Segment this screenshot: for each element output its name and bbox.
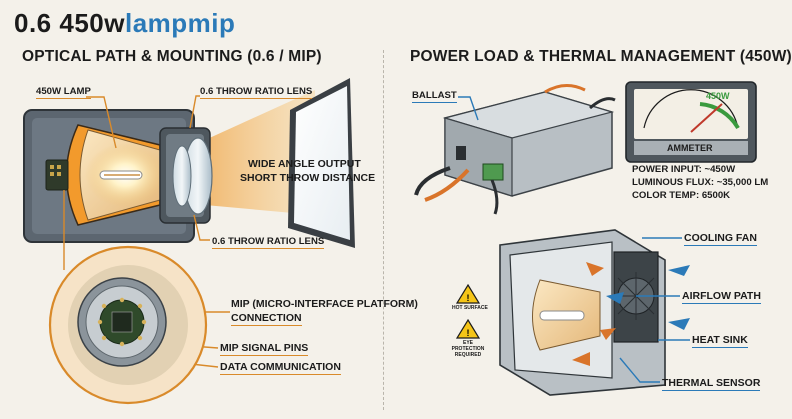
- label-lens-bottom: 0.6 THROW RATIO LENS: [212, 236, 325, 249]
- meter-value: 450W: [706, 91, 730, 101]
- right-leader-lines: [619, 237, 690, 383]
- label-output-line-1: WIDE ANGLE OUTPUT: [248, 158, 361, 170]
- ballast-leader: [458, 96, 479, 121]
- stat-power-input: POWER INPUT: ~450W: [632, 164, 736, 175]
- stat-luminous-flux: LUMINOUS FLUX: ~35,000 LM: [632, 177, 769, 188]
- label-output-line-2: SHORT THROW DISTANCE: [240, 172, 376, 184]
- left-section-heading: OPTICAL PATH & MOUNTING (0.6 / MIP): [22, 48, 322, 65]
- ballast-unit: [414, 84, 616, 215]
- section-divider: [383, 50, 384, 410]
- label-thermal-sensor: THERMAL SENSOR: [662, 377, 761, 391]
- diagram-drawings: ! !: [23, 78, 757, 405]
- warning-label-hot-surface: HOT SURFACE: [452, 305, 488, 311]
- label-lens-top: 0.6 THROW RATIO LENS: [200, 86, 313, 99]
- label-heat-sink: HEAT SINK: [692, 334, 748, 348]
- lamp-reflector: [45, 124, 165, 226]
- power-stats: POWER INPUT: ~450W LUMINOUS FLUX: ~35,00…: [632, 163, 768, 202]
- label-airflow-path: AIRFLOW PATH: [682, 290, 761, 304]
- label-ballast: BALLAST: [412, 90, 457, 103]
- title-accent: lampmip: [124, 8, 236, 38]
- ammeter: [625, 81, 757, 163]
- svg-text:!: !: [467, 328, 470, 338]
- label-mip-line-1: MIP (MICRO-INTERFACE PLATFORM): [231, 298, 418, 310]
- hot-surface-warning-icon: !: [455, 283, 481, 304]
- lens-barrel: [159, 127, 213, 224]
- svg-text:!: !: [467, 293, 470, 303]
- label-mip-signal-pins: MIP SIGNAL PINS: [220, 342, 309, 356]
- right-section-heading: POWER LOAD & THERMAL MANAGEMENT (450W): [410, 48, 792, 65]
- label-450w-lamp: 450W LAMP: [36, 86, 91, 99]
- projection-screen: [288, 78, 355, 248]
- page-title: 0.6 450wlampmip: [14, 8, 235, 39]
- title-main: 0.6 450w: [14, 8, 125, 38]
- meter-name: AMMETER: [667, 143, 713, 153]
- thermal-housing: [499, 229, 690, 396]
- label-data-communication: DATA COMMUNICATION: [220, 361, 341, 375]
- mip-zoom-detail: [48, 245, 208, 405]
- label-cooling-fan: COOLING FAN: [684, 232, 757, 246]
- label-mip-line-2: CONNECTION: [231, 312, 302, 326]
- warning-label-eye-protection: EYE PROTECTION REQUIRED: [451, 340, 485, 358]
- light-beam: [205, 90, 315, 215]
- eye-protection-warning-icon: !: [455, 318, 481, 339]
- stat-color-temp: COLOR TEMP: 6500K: [632, 190, 731, 201]
